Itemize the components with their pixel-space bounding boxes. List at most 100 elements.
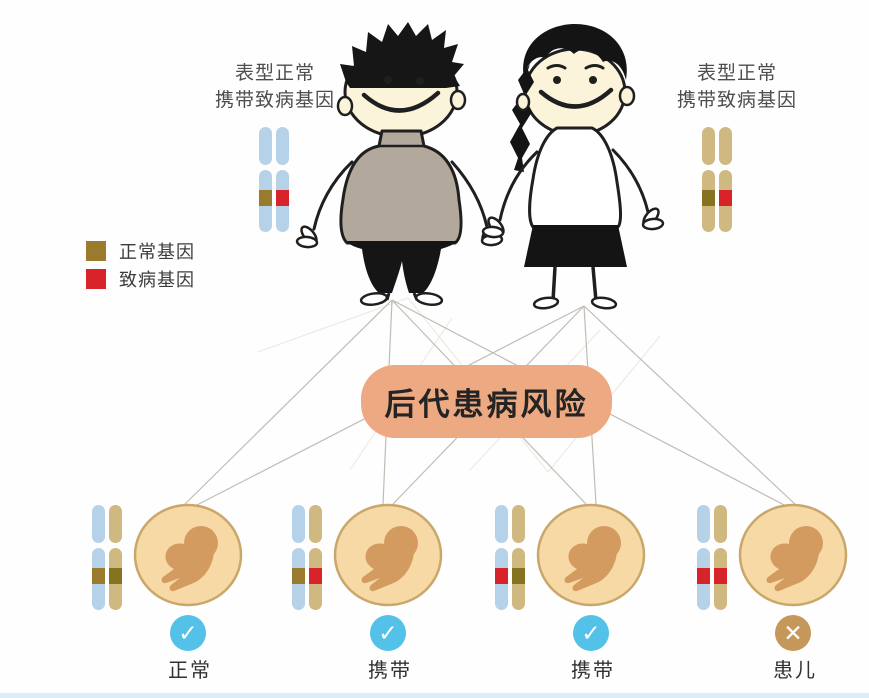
- gene-band: [92, 568, 105, 584]
- mother-ear: [618, 85, 636, 107]
- offspring-group-carrier-1: ✓ 携带: [285, 500, 495, 696]
- connection-line: [182, 299, 393, 507]
- bottom-edge-strip: [0, 693, 869, 698]
- offspring-group-affected: ✕ 患儿: [690, 500, 869, 696]
- father-foot: [414, 292, 444, 306]
- mother-condition-line1: 表型正常: [696, 63, 777, 84]
- offspring-label: 患儿: [773, 660, 817, 682]
- fetus-circle: [536, 503, 646, 607]
- offspring-label: 携带: [571, 660, 615, 682]
- gene-band: [697, 568, 710, 584]
- gene-band: [109, 568, 122, 584]
- father-condition-line2: 携带致病基因: [214, 90, 335, 111]
- mother-ear: [515, 92, 531, 112]
- mother-condition-line2: 携带致病基因: [676, 90, 797, 111]
- offspring-label: 携带: [368, 660, 412, 682]
- offspring-label: 正常: [168, 660, 212, 682]
- offspring-chromosome-pair: [495, 505, 525, 610]
- chromosome: [259, 127, 272, 232]
- disease-gene-swatch: [86, 269, 106, 289]
- legend-row: 致病基因: [86, 265, 195, 293]
- fetus-silhouette: [564, 543, 617, 592]
- mother-arm: [611, 148, 650, 214]
- mother-chromosome-pair: [702, 127, 732, 232]
- status-badge: ✓: [573, 615, 609, 651]
- mother-foot: [532, 296, 560, 310]
- connection-line: [583, 305, 798, 507]
- chromosome: [292, 505, 305, 610]
- gene-band: [309, 568, 322, 584]
- mother-leg: [551, 266, 557, 302]
- legend-label: 致病基因: [119, 270, 195, 290]
- mother-hand: [481, 225, 505, 239]
- chromosome: [697, 505, 710, 610]
- father-eye: [416, 77, 424, 85]
- offspring-group-carrier-2: ✓ 携带: [488, 500, 698, 696]
- father-ear: [336, 95, 354, 117]
- gene-band: [714, 568, 727, 584]
- father-hand: [295, 235, 319, 249]
- legend-label: 正常基因: [119, 242, 195, 262]
- gene-band: [276, 190, 289, 206]
- fetus-circle: [133, 503, 243, 607]
- father-eye: [384, 76, 392, 84]
- gene-band: [495, 568, 508, 584]
- gene-band: [259, 190, 272, 206]
- chromosome: [109, 505, 122, 610]
- mother-eyebrow: [584, 64, 605, 70]
- chromosome: [309, 505, 322, 610]
- mother-braid: [510, 64, 534, 172]
- father-pants: [347, 241, 457, 293]
- offspring-group-normal: ✓ 正常: [85, 500, 295, 696]
- gene-band: [512, 568, 525, 584]
- gene-legend: 正常基因 致病基因: [86, 237, 195, 293]
- chromosome: [276, 127, 289, 232]
- mother-foot: [590, 296, 618, 310]
- offspring-chromosome-pair: [92, 505, 122, 610]
- chromosome: [512, 505, 525, 610]
- chromosome: [92, 505, 105, 610]
- fetus-circle: [333, 503, 443, 607]
- father-figure: [295, 22, 504, 306]
- legend-row: 正常基因: [86, 237, 195, 265]
- mother-arm: [498, 150, 539, 222]
- status-badge: ✕: [775, 615, 811, 651]
- mother-eyebrow: [546, 64, 567, 70]
- chromosome: [495, 505, 508, 610]
- father-hair: [340, 22, 464, 88]
- father-condition-line1: 表型正常: [234, 63, 315, 84]
- mother-condition-label: 表型正常 携带致病基因: [642, 60, 832, 114]
- offspring-chromosome-pair: [292, 505, 322, 610]
- fetus-silhouette: [161, 543, 214, 592]
- mother-hand: [641, 217, 665, 231]
- gene-band: [719, 190, 732, 206]
- mother-eye: [589, 76, 597, 84]
- gene-band: [702, 190, 715, 206]
- father-chromosome-pair: [259, 127, 289, 232]
- risk-box: 后代患病风险: [361, 365, 612, 438]
- normal-gene-swatch: [86, 241, 106, 261]
- mother-smile: [538, 87, 614, 109]
- father-arm: [312, 160, 354, 231]
- fetus-circle: [738, 503, 848, 607]
- mother-eye: [553, 76, 561, 84]
- mother-figure: [481, 24, 665, 310]
- father-ear: [449, 89, 467, 111]
- status-badge: ✓: [370, 615, 406, 651]
- fetus-silhouette: [766, 543, 819, 592]
- fetus-silhouette: [361, 543, 414, 592]
- father-condition-label: 表型正常 携带致病基因: [180, 60, 370, 114]
- offspring-chromosome-pair: [697, 505, 727, 610]
- chromosome: [719, 127, 732, 232]
- risk-box-label: 后代患病风险: [384, 387, 589, 422]
- father-foot: [359, 292, 389, 306]
- gene-band: [292, 568, 305, 584]
- father-smile: [361, 90, 441, 113]
- mother-skirt: [524, 225, 627, 267]
- chromosome: [714, 505, 727, 610]
- mother-hair: [523, 24, 627, 80]
- status-badge: ✓: [170, 615, 206, 651]
- mother-leg: [591, 266, 598, 302]
